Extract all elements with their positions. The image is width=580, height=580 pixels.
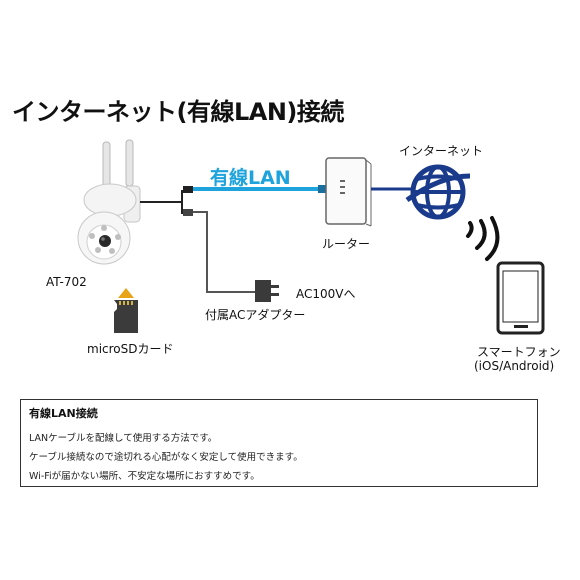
- smartphone-icon: [496, 261, 545, 335]
- arrow-up-icon: [118, 288, 134, 298]
- power-connector-icon: [183, 209, 193, 216]
- page-title: インターネット(有線LAN)接続: [12, 98, 344, 126]
- lan-connector-icon: [183, 186, 193, 193]
- ac-label: AC100Vへ: [296, 287, 356, 301]
- note-line: LANケーブルを配線して使用する方法です。: [29, 433, 218, 444]
- lan-label: 有線LAN: [210, 167, 291, 189]
- router-label: ルーター: [322, 237, 371, 251]
- globe-icon: [405, 164, 471, 220]
- microsd-label: microSDカード: [87, 342, 174, 356]
- wifi-waves-icon: [466, 216, 500, 261]
- note-title: 有線LAN接続: [29, 407, 98, 420]
- note-box: 有線LAN接続 LANケーブルを配線して使用する方法です。 ケーブル接続なので途…: [20, 399, 538, 487]
- note-line: Wi-Fiが届かない場所、不安定な場所におすすめです。: [29, 471, 260, 482]
- router-icon: [325, 157, 372, 227]
- smartphone-label: スマートフォン: [477, 345, 561, 359]
- connection-diagram: [77, 139, 545, 335]
- smartphone-os-label: (iOS/Android): [474, 359, 555, 373]
- microsd-icon: [114, 300, 138, 333]
- power-cable: [193, 211, 255, 293]
- internet-label: インターネット: [399, 144, 484, 158]
- ac-plug-icon: [255, 280, 279, 302]
- camera-icon: [77, 139, 141, 265]
- adapter-label: 付属ACアダプター: [205, 308, 306, 322]
- camera-label: AT-702: [46, 275, 87, 289]
- note-line: ケーブル接続なので途切れる心配がなく安定して使用できます。: [29, 452, 303, 463]
